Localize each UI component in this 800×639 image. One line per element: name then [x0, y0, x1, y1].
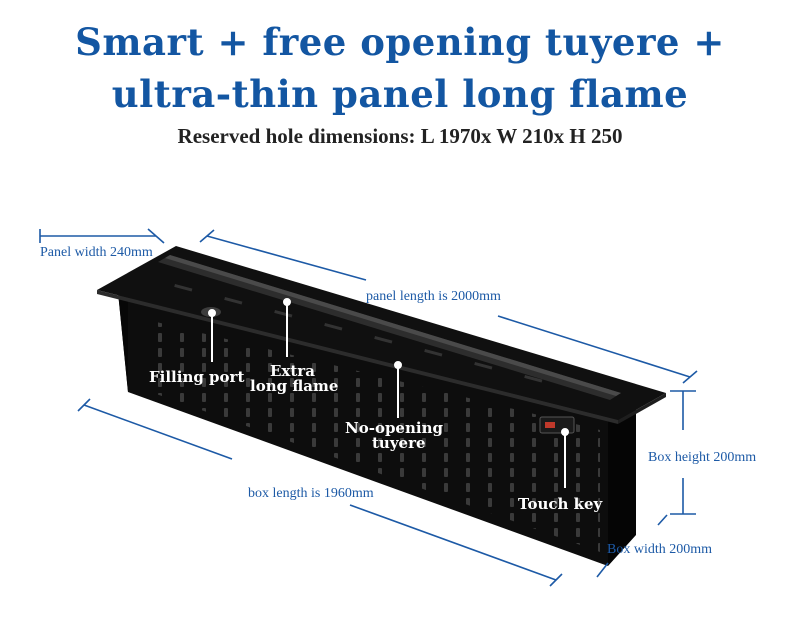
tuyere-label-1: No-opening: [345, 419, 443, 437]
burner-box: [118, 292, 636, 566]
panel-surface: [97, 246, 666, 420]
extra-flame-label-1: Extra: [270, 362, 315, 380]
panel-width-label: Panel width 240mm: [40, 245, 153, 260]
box-height-label: Box height 200mm: [648, 450, 756, 465]
title-line-1: Smart + free opening tuyere +: [75, 20, 725, 64]
box-length-label: box length is 1960mm: [248, 486, 374, 501]
dimension-lines: [39, 228, 698, 587]
filling-port-label: Filling port: [149, 368, 244, 386]
top-panel: [97, 246, 666, 434]
box-vent-slots: [140, 318, 600, 552]
panel-length-label: panel length is 2000mm: [366, 289, 501, 304]
title-line-2: ultra-thin panel long flame: [111, 72, 689, 116]
box-width-label: Box width 200mm: [607, 542, 712, 557]
touch-key-label: Touch key: [518, 495, 604, 513]
callout-pointers: [208, 298, 569, 488]
panel-front-edge: [97, 290, 618, 424]
box-side-face: [608, 392, 636, 566]
subtitle: Reserved hole dimensions: L 1970x W 210x…: [177, 124, 623, 148]
tuyere-label-2: tuyere: [372, 434, 426, 452]
extra-flame-label-2: long flame: [250, 377, 338, 395]
